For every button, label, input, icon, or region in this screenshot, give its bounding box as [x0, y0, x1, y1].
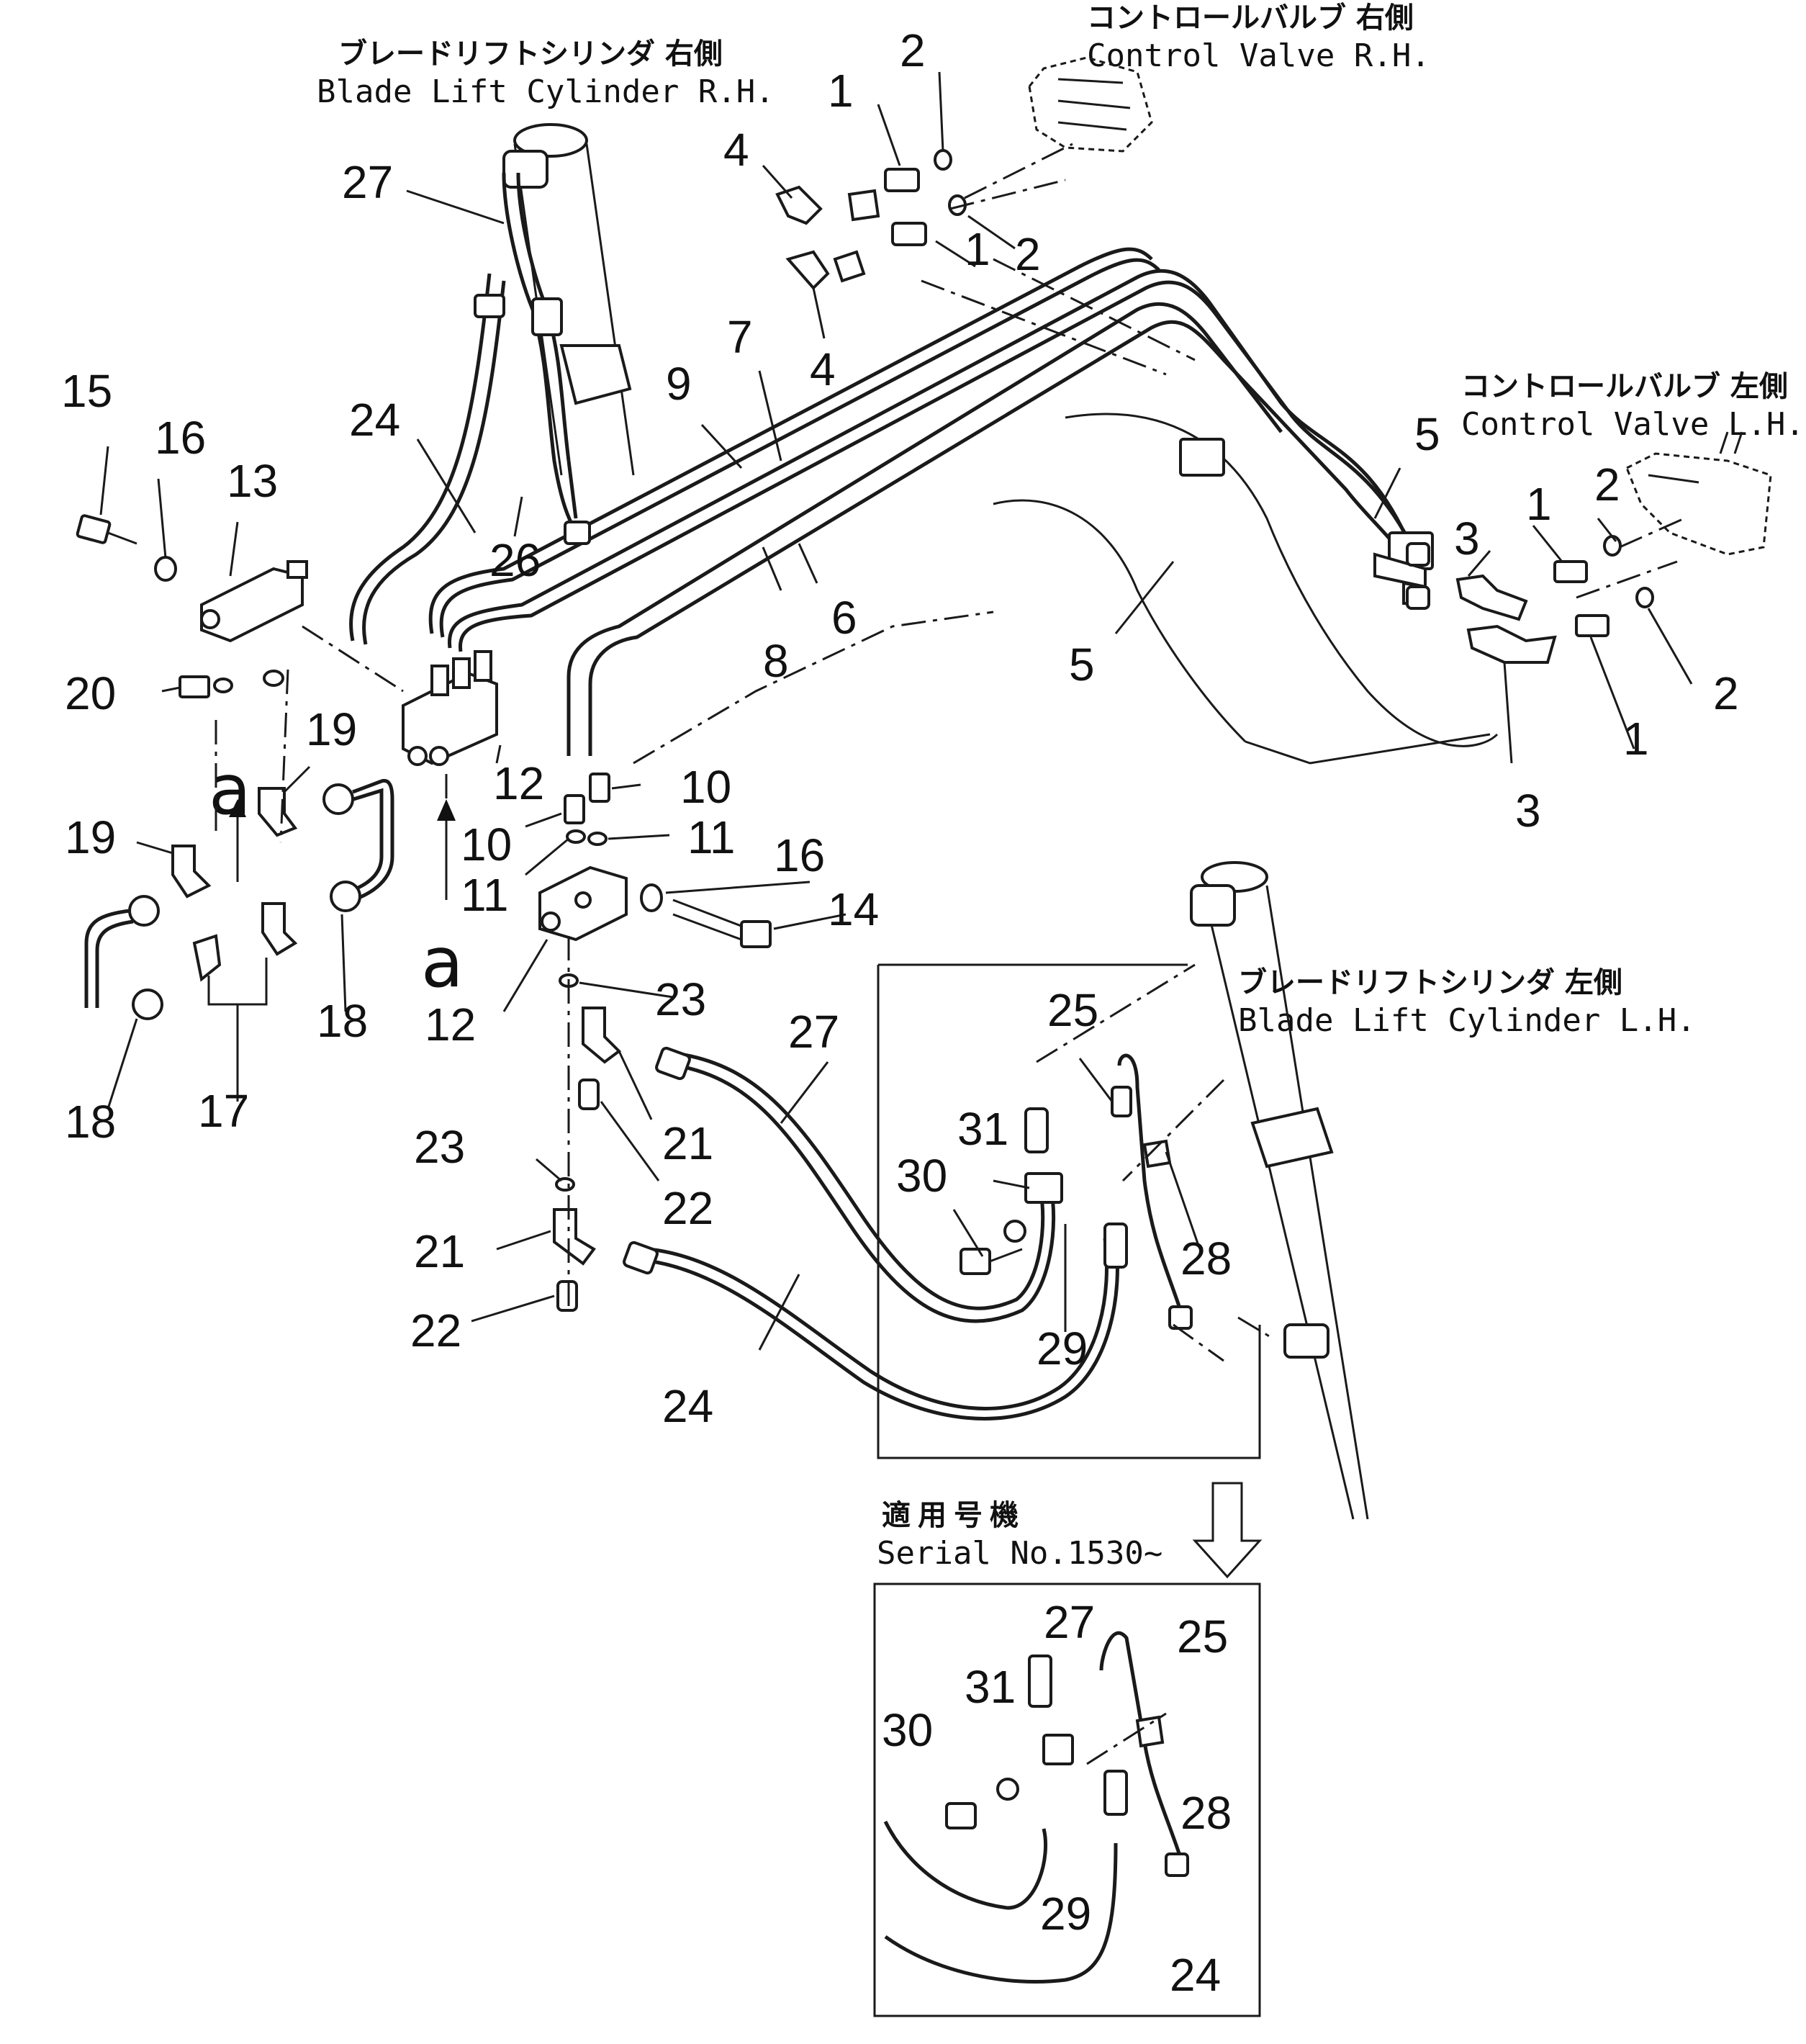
- callout-8: 8: [763, 635, 789, 687]
- callout-numbers: 1 1 1 1 2 2 2 2 3 3 4 4 5 5 6 7 8 9 10 1…: [61, 24, 1739, 2001]
- small-fittings: [553, 773, 622, 1312]
- lower-hoses: [623, 1046, 1128, 1421]
- blade-lift-cylinder-lh: [1190, 861, 1369, 1520]
- callout-28: 28: [1180, 1787, 1232, 1839]
- callout-4: 4: [810, 343, 836, 395]
- callout-24: 24: [662, 1380, 713, 1432]
- control-valve-lh-jp-label: コントロールバルブ 左側: [1461, 370, 1788, 403]
- callout-23: 23: [655, 973, 706, 1025]
- callout-4: 4: [723, 124, 749, 176]
- leader-lines: [99, 71, 1693, 1351]
- lower-left-fittings: [84, 670, 394, 1102]
- callout-24: 24: [349, 394, 400, 446]
- callout-2: 2: [900, 24, 926, 76]
- callout-10: 10: [680, 761, 731, 813]
- upper-hoses: [349, 172, 591, 645]
- callout-11: 11: [461, 869, 508, 921]
- blade-lift-cylinder-rh: [502, 123, 635, 476]
- main-pipes: [428, 247, 1420, 756]
- control-valve-rh-jp-label: コントロールバルブ 右側: [1087, 1, 1414, 35]
- callout-17: 17: [198, 1085, 249, 1137]
- callout-25: 25: [1047, 984, 1098, 1036]
- callout-26: 26: [489, 534, 541, 586]
- callout-20: 20: [65, 667, 116, 719]
- valve-block-13: [76, 514, 308, 643]
- callout-16: 16: [774, 829, 825, 881]
- callout-5: 5: [1414, 408, 1440, 460]
- serial-down-arrow: [1192, 1482, 1263, 1579]
- callout-5: 5: [1069, 639, 1095, 690]
- control-valve-lh-label: Control Valve L.H.: [1461, 406, 1805, 443]
- callout-11: 11: [687, 811, 735, 863]
- serial-number-label: Serial No.1530~: [877, 1535, 1162, 1572]
- control-valve-rh: [1028, 56, 1153, 153]
- labels: ブレードリフトシリンダ 右側 Blade Lift Cylinder R.H. …: [209, 1, 1805, 1572]
- callout-16: 16: [155, 412, 206, 464]
- rh-fittings: [775, 149, 967, 290]
- callout-7: 7: [727, 311, 753, 363]
- applicable-serial-jp-label: 適用号機: [882, 1499, 1026, 1532]
- callout-2: 2: [1594, 459, 1620, 510]
- callout-23: 23: [414, 1121, 465, 1173]
- callout-10: 10: [461, 819, 512, 870]
- callout-19: 19: [65, 811, 116, 863]
- valve-block-12-upper: [402, 650, 498, 766]
- center-lines: [215, 143, 1685, 1765]
- callout-27: 27: [788, 1006, 839, 1058]
- callout-21: 21: [662, 1117, 713, 1169]
- callout-31: 31: [957, 1103, 1008, 1155]
- callout-28: 28: [1180, 1233, 1232, 1284]
- blade-lift-cylinder-lh-jp-label: ブレードリフトシリンダ 左側: [1238, 966, 1622, 999]
- callout-9: 9: [666, 358, 692, 410]
- callout-31: 31: [965, 1661, 1016, 1713]
- callout-24: 24: [1170, 1949, 1221, 2001]
- callout-3: 3: [1515, 785, 1541, 837]
- callout-2: 2: [1015, 228, 1041, 280]
- callout-22: 22: [662, 1182, 713, 1234]
- callout-30: 30: [896, 1150, 947, 1202]
- detail-frame-1: [877, 963, 1261, 1459]
- view-a-marker-center: a: [421, 922, 464, 1003]
- callout-1: 1: [1526, 478, 1552, 530]
- callout-27: 27: [342, 156, 393, 208]
- callout-18: 18: [317, 995, 368, 1047]
- detail-frame-2: [873, 1582, 1261, 2017]
- callout-1: 1: [965, 223, 990, 275]
- callout-29: 29: [1040, 1888, 1091, 1940]
- callout-15: 15: [61, 365, 112, 417]
- blade-lift-cylinder-rh-jp-label: ブレードリフトシリンダ 右側: [338, 37, 723, 71]
- callout-25: 25: [1177, 1611, 1228, 1662]
- callout-13: 13: [227, 455, 278, 507]
- blade-lift-cylinder-lh-label: Blade Lift Cylinder L.H.: [1238, 1002, 1696, 1039]
- callout-30: 30: [882, 1704, 933, 1756]
- callout-22: 22: [410, 1305, 461, 1356]
- callout-1: 1: [828, 65, 854, 117]
- callout-19: 19: [306, 703, 357, 755]
- callout-29: 29: [1037, 1323, 1088, 1374]
- callout-18: 18: [65, 1096, 116, 1148]
- frame-outline: [993, 413, 1499, 765]
- callout-3: 3: [1454, 513, 1480, 564]
- control-valve-lh: [1625, 431, 1772, 556]
- valve-block-12-lower: [538, 865, 772, 948]
- callout-12: 12: [425, 999, 476, 1050]
- callout-27: 27: [1044, 1596, 1095, 1648]
- callout-21: 21: [414, 1225, 465, 1277]
- control-valve-rh-label: Control Valve R.H.: [1087, 37, 1430, 74]
- blade-lift-cylinder-rh-label: Blade Lift Cylinder R.H.: [317, 73, 775, 110]
- callout-1: 1: [1623, 713, 1649, 765]
- callout-14: 14: [828, 883, 879, 935]
- callout-12: 12: [493, 757, 544, 809]
- callout-6: 6: [831, 592, 857, 644]
- lh-fittings: [1179, 438, 1654, 664]
- callout-2: 2: [1713, 667, 1739, 719]
